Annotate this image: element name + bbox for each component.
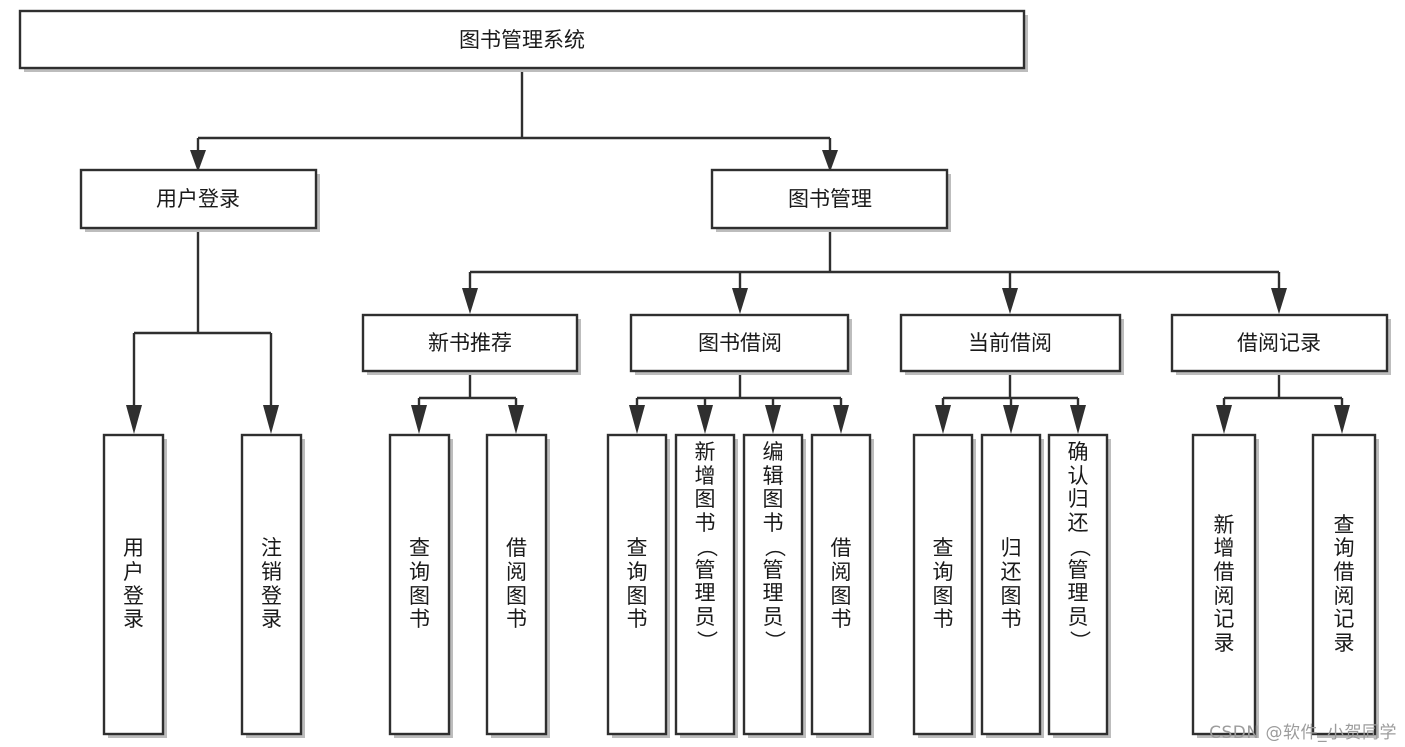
leaf-node-borrow-book[interactable]: [810, 433, 874, 738]
node-book-management[interactable]: 图书管理: [710, 168, 951, 232]
leaf-borrow-book-2-box: [810, 433, 872, 736]
leaf-node-add-book[interactable]: [674, 433, 738, 738]
node-borrow-record[interactable]: 借阅记录: [1170, 313, 1391, 375]
leaf-node-confirm-return[interactable]: [1047, 433, 1111, 738]
arrowhead-leaf-add-book: [697, 405, 713, 434]
book-borrow-box: [629, 313, 850, 373]
leaf-query-book-3-box: [912, 433, 974, 736]
book-borrow-label: 图书借阅: [698, 331, 782, 355]
arrowhead-new-book-rec: [462, 288, 478, 314]
leaf-return-book-box: [980, 433, 1042, 736]
leaf-node-query-borrow-record[interactable]: [1311, 433, 1379, 738]
node-book-borrow[interactable]: 图书借阅: [629, 313, 852, 375]
user-login-label: 用户登录: [156, 187, 240, 211]
leaf-edit-book-box: [742, 433, 804, 736]
leaf-logout-box: [240, 433, 303, 736]
root-label: 图书管理系统: [459, 28, 585, 52]
leaf-add-book-box: [674, 433, 736, 736]
arrowhead-leaf-query-book-1: [411, 405, 427, 434]
leaf-query-book-1-box: [388, 433, 451, 736]
node-current-borrow[interactable]: 当前借阅: [899, 313, 1124, 375]
book-management-box: [710, 168, 949, 230]
leaf-user-login-box: [102, 433, 165, 736]
root-box: [18, 9, 1026, 70]
book-management-label: 图书管理: [788, 187, 872, 211]
csdn-watermark: CSDN @软件_小贺同学: [1209, 723, 1397, 743]
leaf-node-return-book[interactable]: [980, 433, 1044, 738]
arrowhead-leaf-edit-book: [765, 405, 781, 434]
new-book-recommend-label: 新书推荐: [428, 331, 512, 355]
leaf-node-query-book-borrow[interactable]: [606, 433, 670, 738]
leaf-node-logout[interactable]: [240, 433, 305, 738]
new-book-recommend-box: [361, 313, 579, 373]
arrowhead-leaf-query-record: [1334, 405, 1350, 434]
leaf-node-add-borrow-record[interactable]: [1191, 433, 1259, 738]
node-root-system[interactable]: 图书管理系统: [18, 9, 1028, 72]
arrowhead-leaf-add-record: [1216, 405, 1232, 434]
arrowhead-book-mgmt: [822, 150, 838, 172]
arrowhead-borrow-record: [1271, 288, 1287, 314]
arrowhead-leaf-query-book-2: [629, 405, 645, 434]
borrow-record-box: [1170, 313, 1389, 373]
leaf-add-record-box: [1191, 433, 1257, 736]
leaf-query-book-2-box: [606, 433, 668, 736]
arrowhead-user-login: [190, 150, 206, 172]
arrowhead-current-borrow: [1002, 288, 1018, 314]
arrowhead-leaf-logout: [263, 405, 279, 434]
arrowhead-book-borrow: [732, 288, 748, 314]
current-borrow-label: 当前借阅: [968, 331, 1052, 355]
leaf-node-user-login[interactable]: [102, 433, 167, 738]
leaf-node-edit-book[interactable]: [742, 433, 806, 738]
arrowhead-leaf-user-login: [126, 405, 142, 434]
user-login-box: [79, 168, 318, 230]
node-new-book-recommend[interactable]: 新书推荐: [361, 313, 581, 375]
arrowhead-leaf-query-book-3: [935, 405, 951, 434]
current-borrow-box: [899, 313, 1122, 373]
connector-layer: [126, 68, 1350, 434]
leaf-borrow-book-1-box: [485, 433, 548, 736]
node-user-login[interactable]: 用户登录: [79, 168, 320, 232]
leaf-node-query-book-current[interactable]: [912, 433, 976, 738]
arrowhead-leaf-borrow-book-2: [833, 405, 849, 434]
borrow-record-label: 借阅记录: [1237, 331, 1321, 355]
arrowhead-leaf-return-book: [1003, 405, 1019, 434]
arrowhead-leaf-borrow-book-1: [508, 405, 524, 434]
leaf-query-record-box: [1311, 433, 1377, 736]
leaf-confirm-return-box: [1047, 433, 1109, 736]
leaf-node-query-book-rec[interactable]: [388, 433, 453, 738]
arrowhead-leaf-confirm-return: [1070, 405, 1086, 434]
leaf-node-borrow-book-rec[interactable]: [485, 433, 550, 738]
